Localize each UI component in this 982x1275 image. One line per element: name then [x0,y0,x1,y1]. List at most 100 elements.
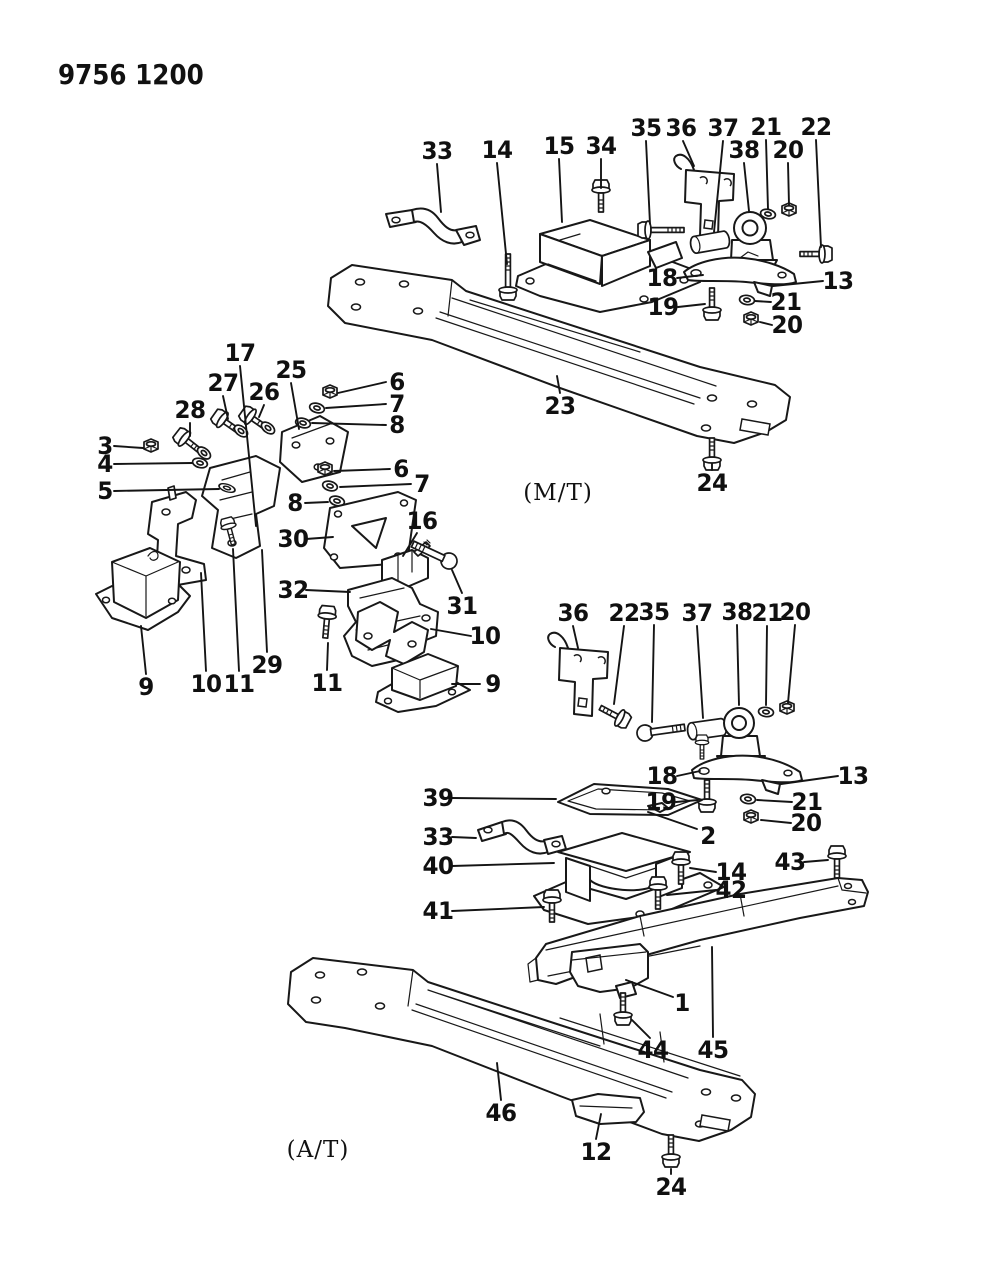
leader-line-18 [676,274,704,279]
leader-line-12 [595,1113,602,1140]
callout-15: 15 [543,132,575,160]
heat-shield-30 [323,491,417,569]
roll-stopper-bracket-at [547,631,609,717]
callout-37: 37 [681,599,713,627]
leader-line-22 [613,625,625,705]
leader-line-6 [337,381,387,394]
leader-line-7 [325,403,387,409]
callout-20: 20 [790,809,822,837]
callout-23: 23 [544,392,576,420]
callout-40: 40 [422,852,454,880]
leader-line-6 [333,468,391,472]
callout-22: 22 [608,599,640,627]
leader-line-27 [222,395,229,420]
leader-line-21 [756,799,793,803]
callout-5: 5 [97,477,113,505]
leader-line-20 [787,624,796,704]
callout-20: 20 [779,598,811,626]
callout-29: 29 [251,651,283,679]
callout-38: 38 [728,136,760,164]
crossmember-at [287,957,756,1142]
leader-line-9 [140,625,147,675]
callout-2: 2 [700,822,716,850]
leader-line-30 [305,536,334,540]
leader-line-19 [677,303,706,308]
leader-line-38 [743,162,750,212]
leader-line-37 [696,625,704,719]
leader-line-41 [451,906,545,912]
leader-line-13 [780,775,839,785]
leader-line-16 [402,532,418,557]
callout-19: 19 [645,788,677,816]
callout-19: 19 [647,293,679,321]
leader-line-2 [647,811,698,830]
callout-36: 36 [665,114,697,142]
leader-line-20 [759,321,773,326]
mount-9-right [375,653,471,713]
callout-8: 8 [287,489,303,517]
leader-line-8 [311,422,387,426]
leader-line-21 [765,625,768,706]
leader-line-11 [232,548,240,672]
leader-line-20 [760,819,792,824]
leader-line-33 [451,836,477,839]
strap-bracket-at [477,819,567,855]
callout-34: 34 [585,132,617,160]
callout-32: 32 [277,576,309,604]
callout-41: 41 [422,897,454,925]
leader-line-25 [290,382,300,430]
callout-33: 33 [421,137,453,165]
support-plate-mt [683,251,797,297]
insulator-mount-at [533,832,725,925]
leader-line-26 [258,404,265,418]
leader-line-36 [682,140,695,167]
callout-36: 36 [557,599,589,627]
callout-12: 12 [580,1138,612,1166]
callout-27: 27 [207,369,239,397]
callout-21: 21 [770,288,802,316]
leader-line-8 [304,501,329,504]
leader-line-23 [556,375,561,394]
callout-25: 25 [275,356,307,384]
leader-line-20 [787,162,790,206]
leader-line-29 [261,549,268,653]
crossmember-mt [327,264,791,444]
figure-code: 9756 1200 [58,58,204,91]
callout-21: 21 [750,113,782,141]
callout-1: 1 [674,989,690,1017]
dynamic-damper-at [716,707,766,777]
section-label-mt: (M/T) [523,480,593,506]
leader-line-10 [430,628,472,637]
callout-42: 42 [715,876,747,904]
tab-12 [571,1093,645,1125]
callout-43: 43 [774,848,806,876]
callout-24: 24 [655,1173,687,1201]
callout-11: 11 [311,669,343,697]
leader-line-13 [772,280,824,287]
leader-line-1 [625,979,674,998]
support-plate-at [691,754,803,795]
callout-6: 6 [389,368,405,396]
clip-2 [647,802,669,813]
leader-line-10 [200,572,207,672]
leader-line-11 [326,642,329,671]
callout-10: 10 [190,670,222,698]
leader-line-44 [631,1019,651,1039]
leader-line-38 [736,624,740,706]
callout-9: 9 [138,673,154,701]
callout-9: 9 [485,670,501,698]
callout-3: 3 [97,432,113,460]
engine-bracket-17 [201,455,281,559]
callout-33: 33 [422,823,454,851]
leader-line-42 [666,889,717,896]
callout-13: 13 [822,267,854,295]
callout-16: 16 [406,507,438,535]
callout-18: 18 [646,762,678,790]
insulator-mount-mt [515,219,701,313]
callout-45: 45 [697,1036,729,1064]
callout-46: 46 [485,1099,517,1127]
leader-line-21 [754,300,772,303]
